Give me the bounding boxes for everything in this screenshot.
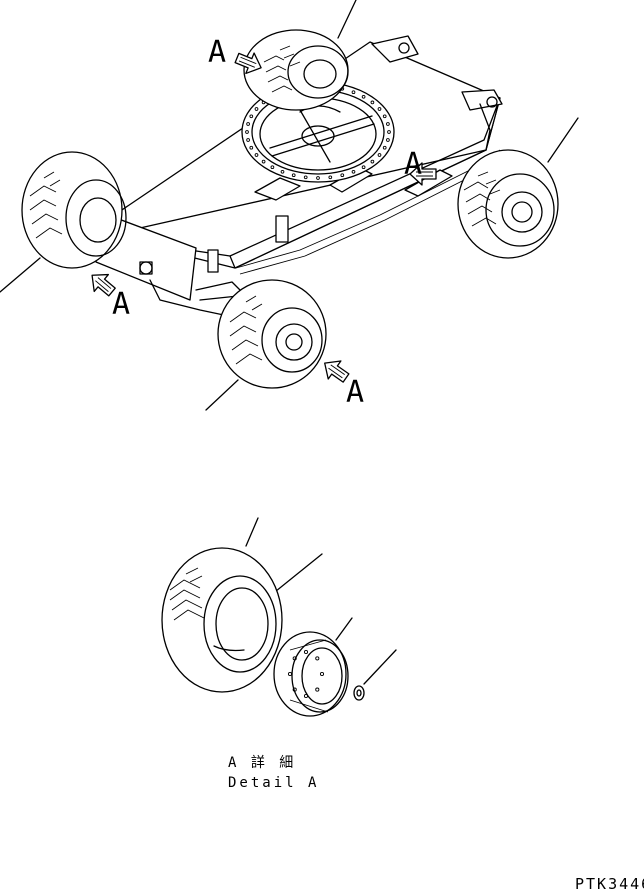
bolt-hole: [315, 656, 320, 661]
view-label-top: A: [208, 35, 226, 70]
bolt-hole: [351, 90, 356, 95]
bolt-hole: [261, 159, 266, 164]
arrow-top: [234, 52, 262, 75]
bolt-hole: [291, 173, 296, 178]
bolt-hole: [287, 671, 293, 677]
bolt-hole: [328, 175, 333, 180]
bolt-hole: [370, 100, 375, 105]
bolt-hole: [303, 649, 309, 655]
tread-front-left: [29, 171, 63, 239]
detail-title-jp: A 詳 細: [228, 755, 296, 771]
bolt-hole: [292, 687, 297, 692]
bolt-hole: [377, 153, 382, 157]
detail-a-view: [161, 517, 397, 717]
tread-rear-left: [263, 45, 301, 93]
detail-tread: [169, 567, 205, 621]
arrow-bottom: [324, 360, 350, 383]
tread-rear-right: [463, 171, 501, 227]
bolt-hole: [249, 114, 254, 119]
bolt-hole: [316, 176, 320, 180]
bolt-hole: [361, 94, 366, 99]
bolt-hole: [351, 169, 356, 174]
bolt-hole: [246, 122, 250, 126]
bolt-hole: [315, 687, 320, 692]
tire-rear-right: [457, 149, 559, 259]
arrow-left: [91, 273, 116, 297]
view-label-right: A: [404, 147, 422, 182]
bolt-hole: [361, 165, 366, 170]
bolt-hole: [254, 107, 259, 111]
tread-front-right: [229, 295, 263, 365]
bolt-hole: [387, 130, 391, 134]
bolt-hole: [303, 175, 308, 180]
tire-front-right: [217, 279, 327, 389]
bolt-hole: [303, 693, 309, 699]
bolt-hole: [382, 114, 387, 119]
bolt-hole: [292, 656, 297, 661]
bolt-hole: [319, 671, 325, 677]
drawing-code: PTK3446: [575, 875, 644, 890]
view-label-left: A: [112, 287, 130, 322]
bolt-hole: [246, 138, 250, 142]
bolt-hole: [382, 145, 387, 150]
bolt-hole: [249, 145, 254, 150]
bolt-hole: [386, 138, 390, 142]
bolt-hole: [377, 107, 382, 111]
bolt-hole: [386, 122, 390, 126]
detail-tire: [161, 547, 283, 693]
view-label-bottom: A: [346, 375, 364, 410]
bolt-hole: [245, 130, 249, 134]
bolt-hole: [254, 153, 259, 157]
bolt-hole: [340, 173, 345, 178]
leader-lines-top: [0, 0, 579, 411]
detail-title-en: Detail A: [228, 775, 319, 791]
bolt-hole: [270, 165, 275, 170]
arrow-right: [409, 162, 437, 186]
bolt-hole: [370, 159, 375, 164]
view-arrows: [91, 52, 437, 383]
detail-rim: [273, 631, 349, 717]
bolt-hole: [280, 169, 285, 174]
tire-front-left: [21, 151, 127, 269]
detail-valve: [353, 685, 365, 701]
tire-rear-left: [243, 29, 349, 111]
